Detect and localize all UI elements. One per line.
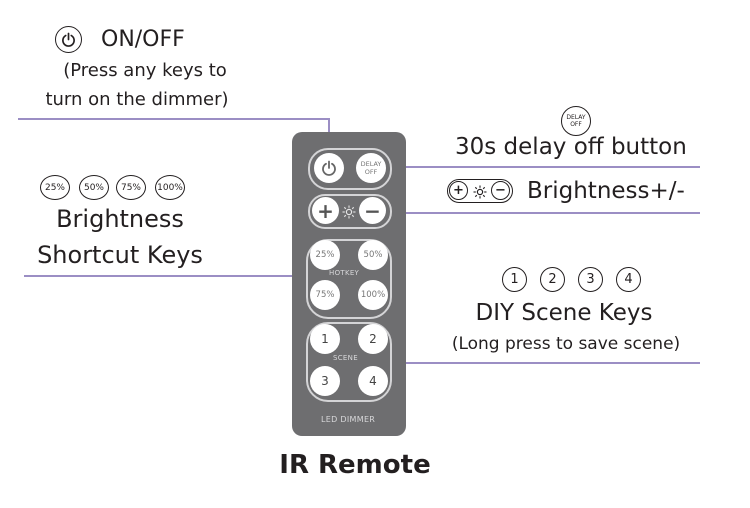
- power-icon: [55, 26, 82, 53]
- remote-brand-label: LED DIMMER: [321, 415, 376, 424]
- scene-4-icon-label: 4: [624, 272, 633, 287]
- remote-scene-3-label: 3: [321, 374, 329, 388]
- brightness-plus-icon-label: +: [453, 183, 464, 198]
- remote-scene-4-label: 4: [369, 374, 377, 388]
- remote-brightness-panel: [308, 194, 392, 229]
- shortcut-25-icon-label: 25%: [44, 182, 65, 193]
- remote-brightness-plus-label: +: [317, 198, 334, 223]
- delay-leader-line: [398, 166, 700, 168]
- scene-1-icon-label: 1: [510, 272, 519, 287]
- remote-scene-1-label: 1: [321, 332, 329, 346]
- scene-2-icon-label: 2: [548, 272, 557, 287]
- shortcut-50-icon: 50%: [79, 175, 109, 200]
- remote-scene-1-button[interactable]: 1: [310, 324, 340, 354]
- brightness-adjust-label: Brightness+/-: [527, 178, 685, 204]
- brightness-adjust-icon: + −: [447, 179, 513, 203]
- delay-off-label: 30s delay off button: [455, 134, 687, 160]
- remote-hotkey-label: HOTKEY: [329, 269, 360, 277]
- onoff-leader-horizontal: [18, 118, 330, 120]
- scene-1-icon: 1: [502, 267, 527, 292]
- remote-hotkey-75-label: 75%: [315, 290, 335, 300]
- scene-3-icon: 3: [578, 267, 603, 292]
- remote-brightness-plus-button[interactable]: +: [312, 197, 339, 224]
- remote-scene-label: SCENE: [333, 354, 358, 362]
- remote-delay-off-line1: DELAY: [360, 160, 382, 168]
- shortcut-75-icon: 75%: [116, 175, 146, 200]
- remote-hotkey-panel: [306, 239, 392, 319]
- brightness-minus-icon: −: [491, 181, 510, 200]
- brightness-sun-icon: [473, 184, 487, 199]
- remote-delay-off-button[interactable]: DELAY OFF: [356, 153, 386, 183]
- remote-scene-2-button[interactable]: 2: [358, 324, 388, 354]
- diagram-caption: IR Remote: [279, 450, 431, 480]
- remote-hotkey-25-button[interactable]: 25%: [310, 240, 340, 270]
- onoff-note-line1: (Press any keys to: [63, 60, 227, 81]
- scene-3-icon-label: 3: [586, 272, 595, 287]
- remote-delay-off-line2: OFF: [364, 168, 378, 176]
- shortcut-50-icon-label: 50%: [83, 182, 104, 193]
- shortcut-leader-line: [24, 275, 300, 277]
- remote-sun-icon: [342, 204, 356, 219]
- delay-off-icon-line1: DELAY: [566, 114, 586, 121]
- brightness-minus-icon-label: −: [495, 183, 506, 198]
- shortcut-75-icon-label: 75%: [120, 182, 141, 193]
- remote-hotkey-25-label: 25%: [315, 250, 335, 260]
- onoff-note-line2: turn on the dimmer): [45, 89, 229, 110]
- remote-hotkey-100-label: 100%: [360, 290, 386, 300]
- remote-hotkey-50-button[interactable]: 50%: [358, 240, 388, 270]
- delay-off-icon-line2: OFF: [570, 121, 582, 128]
- shortcut-100-icon: 100%: [155, 175, 185, 200]
- shortcut-label-line2: Shortcut Keys: [37, 241, 203, 269]
- scene-2-icon: 2: [540, 267, 565, 292]
- brightness-plus-icon: +: [449, 181, 468, 200]
- onoff-title: ON/OFF: [101, 27, 185, 52]
- shortcut-100-icon-label: 100%: [157, 182, 183, 193]
- scene-label: DIY Scene Keys: [475, 300, 653, 326]
- remote-scene-3-button[interactable]: 3: [310, 366, 340, 396]
- shortcut-label-line1: Brightness: [56, 205, 184, 233]
- shortcut-25-icon: 25%: [40, 175, 70, 200]
- scene-note: (Long press to save scene): [451, 334, 681, 354]
- remote-scene-2-label: 2: [369, 332, 377, 346]
- brightness-adjust-leader-line: [398, 212, 700, 214]
- remote-scene-4-button[interactable]: 4: [358, 366, 388, 396]
- scene-leader-line: [398, 362, 700, 364]
- ir-remote: DELAY OFF + − 25% 50% HOTKEY 75% 100% 1 …: [292, 132, 406, 436]
- scene-4-icon: 4: [616, 267, 641, 292]
- remote-hotkey-75-button[interactable]: 75%: [310, 280, 340, 310]
- remote-top-panel: [308, 148, 392, 190]
- remote-scene-panel: [306, 322, 392, 402]
- remote-hotkey-50-label: 50%: [363, 250, 383, 260]
- delay-off-icon: DELAY OFF: [561, 106, 591, 136]
- remote-power-button[interactable]: [314, 153, 344, 183]
- remote-brightness-minus-label: −: [364, 198, 381, 223]
- remote-brightness-minus-button[interactable]: −: [359, 197, 386, 224]
- remote-hotkey-100-button[interactable]: 100%: [358, 280, 388, 310]
